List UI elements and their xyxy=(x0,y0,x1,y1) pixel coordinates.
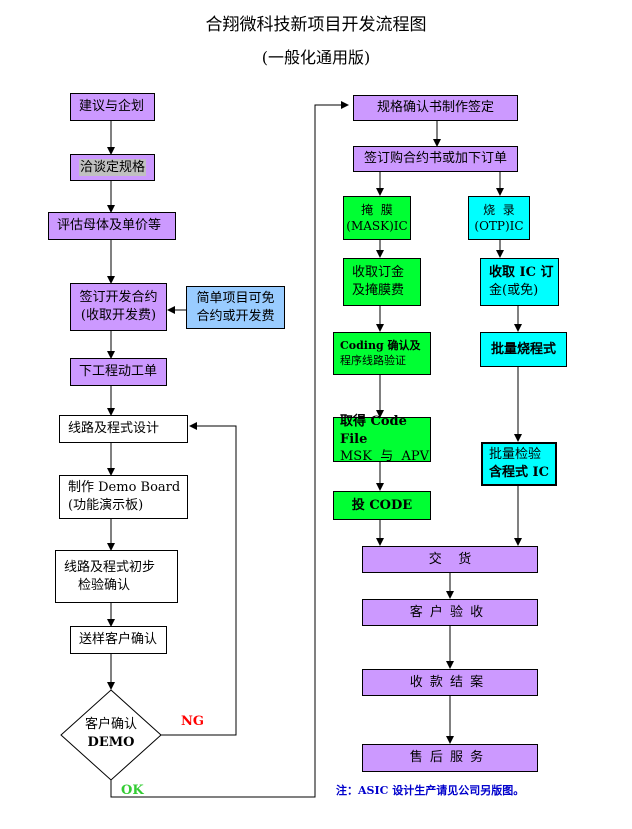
step-evaluate-label: 评估母体及单价等 xyxy=(57,218,162,234)
branch-mask-ic-line2: (MASK)IC xyxy=(346,219,408,233)
step-payment-close-label: 收款结案 xyxy=(409,674,491,690)
step-preliminary-check-line1: 线路及程式初步 xyxy=(64,559,156,575)
decision-line1: 客户确认 xyxy=(84,717,137,732)
step-proposal: 建议与企划 xyxy=(70,93,155,121)
step-after-sales-label: 售后服务 xyxy=(409,750,491,766)
side-note-line1: 简单项目可免 xyxy=(196,290,275,306)
ok-label: OK xyxy=(121,783,144,798)
step-batch-verify: 批量检验 含程式 IC xyxy=(481,442,557,486)
step-batch-burn: 批量烧程式 xyxy=(480,332,567,367)
step-get-code-file-line1: 取得 Code File xyxy=(340,414,407,447)
step-delivery: 交 货 xyxy=(362,546,538,573)
step-demo-board-line1: 制作 Demo Board xyxy=(68,480,181,496)
ok-path-line xyxy=(110,101,349,798)
decision-label: 客户确认 DEMO xyxy=(56,716,166,751)
step-ic-deposit: 收取 IC 订 金(或免) xyxy=(480,258,559,306)
side-note-line2: 合约或开发费 xyxy=(196,308,275,324)
step-spec-confirmation-label: 规格确认书制作签定 xyxy=(376,100,494,116)
branch-mask-ic-line1: 掩 膜 xyxy=(361,202,393,217)
step-get-code-file: 取得 Code File MSK 与 APV xyxy=(333,414,431,464)
step-customer-acceptance: 客户验收 xyxy=(362,599,538,626)
step-preliminary-check: 线路及程式初步 检验确认 xyxy=(55,550,178,603)
step-send-sample-label: 送样客户确认 xyxy=(79,632,158,648)
step-negotiate-spec: 洽谈定规格 xyxy=(70,154,155,181)
step-payment-close: 收款结案 xyxy=(362,669,538,696)
step-sign-contract-line2: (收取开发费) xyxy=(80,308,157,323)
step-batch-verify-line1: 批量检验 xyxy=(489,447,542,463)
step-ic-deposit-line1: 收取 IC 订 xyxy=(489,265,554,281)
branch-otp-ic-line2: (OTP)IC xyxy=(474,219,524,233)
step-coding-verify: Coding 确认及 程序线路验证 xyxy=(333,332,431,375)
step-work-order-label: 下工程动工单 xyxy=(79,364,158,380)
step-mask-deposit-line2: 及掩膜费 xyxy=(352,283,405,298)
step-purchase-order-label: 签订购合约书或加下订单 xyxy=(363,151,507,167)
step-customer-acceptance-label: 客户验收 xyxy=(409,604,491,620)
step-after-sales: 售后服务 xyxy=(362,744,538,772)
step-mask-deposit-line1: 收取订金 xyxy=(352,265,405,281)
ng-loop-line xyxy=(161,422,237,736)
step-circuit-design-label: 线路及程式设计 xyxy=(68,421,160,437)
step-sign-contract: 签订开发合约 (收取开发费) xyxy=(70,283,167,331)
decision-line2: DEMO xyxy=(87,734,135,750)
side-note-simple-project: 简单项目可免 合约或开发费 xyxy=(186,286,285,329)
step-demo-board-line2: (功能演示板) xyxy=(68,498,144,513)
step-get-code-file-line2: MSK 与 APV xyxy=(340,449,429,465)
branch-otp-ic: 烧 录 (OTP)IC xyxy=(468,196,530,240)
step-demo-board: 制作 Demo Board (功能演示板) xyxy=(59,475,188,519)
step-delivery-label: 交 货 xyxy=(428,551,472,567)
step-batch-verify-line2: 含程式 IC xyxy=(489,465,549,480)
step-purchase-order: 签订购合约书或加下订单 xyxy=(353,146,518,172)
step-submit-code: 投 CODE xyxy=(333,491,431,520)
ng-label: NG xyxy=(181,714,204,729)
step-evaluate: 评估母体及单价等 xyxy=(48,212,176,240)
step-proposal-label: 建议与企划 xyxy=(79,99,145,115)
step-mask-deposit: 收取订金 及掩膜费 xyxy=(343,258,421,306)
page-subtitle: (一般化通用版) xyxy=(261,48,371,67)
step-negotiate-spec-label: 洽谈定规格 xyxy=(79,158,147,177)
footer-note: 注：ASIC 设计生产请见公司另版图。 xyxy=(336,784,525,797)
step-ic-deposit-line2: 金(或免) xyxy=(489,283,539,298)
step-sign-contract-line1: 签订开发合约 xyxy=(79,290,158,306)
decision-diamond xyxy=(60,689,162,781)
step-submit-code-label: 投 CODE xyxy=(351,497,413,513)
step-coding-verify-line1: Coding 确认及 xyxy=(340,338,421,352)
step-batch-burn-label: 批量烧程式 xyxy=(490,341,556,357)
step-coding-verify-line2: 程序线路验证 xyxy=(340,353,406,367)
step-send-sample: 送样客户确认 xyxy=(70,626,167,654)
step-spec-confirmation: 规格确认书制作签定 xyxy=(353,95,518,121)
branch-mask-ic: 掩 膜 (MASK)IC xyxy=(343,196,411,240)
step-circuit-design: 线路及程式设计 xyxy=(59,415,188,443)
page-title: 合翔微科技新项目开发流程图 xyxy=(205,15,427,35)
branch-otp-ic-line1: 烧 录 xyxy=(483,202,515,217)
step-work-order: 下工程动工单 xyxy=(70,358,167,386)
step-preliminary-check-line2: 检验确认 xyxy=(78,577,131,593)
